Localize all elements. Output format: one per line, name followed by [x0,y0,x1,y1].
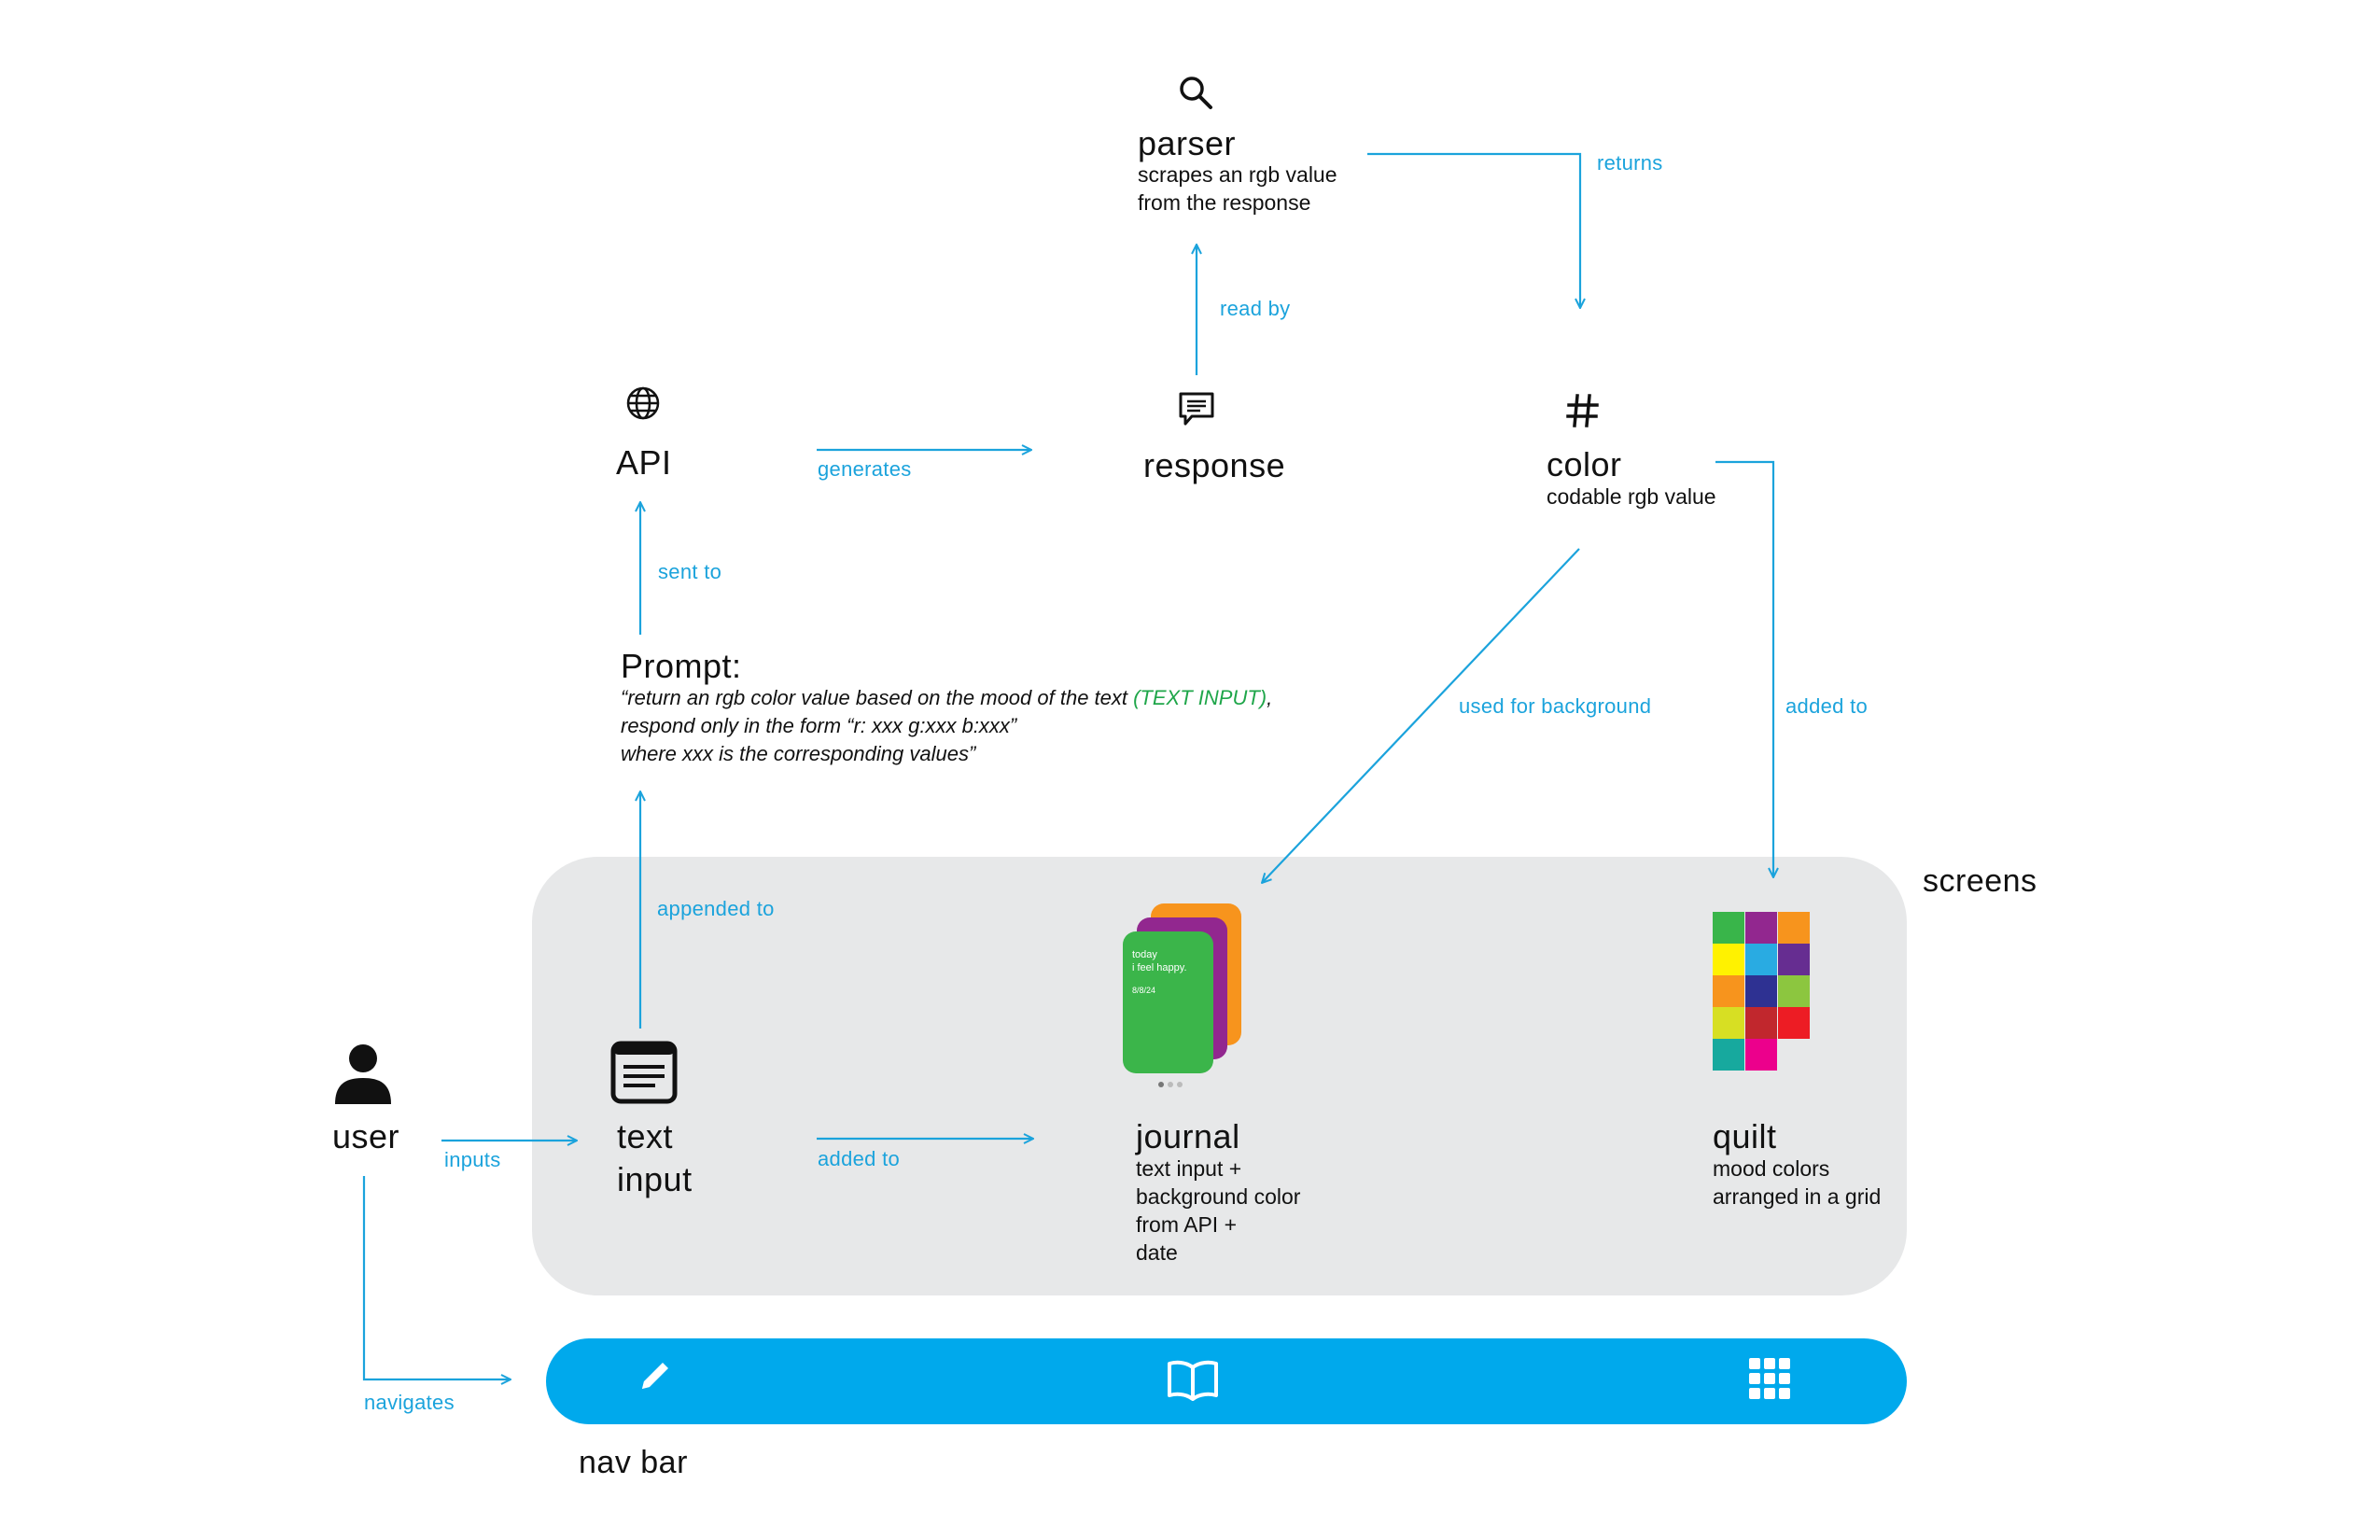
text-input-title-line2: input [617,1160,693,1198]
edge-label-returns: returns [1597,151,1663,175]
parser-desc-line1: scrapes an rgb value [1138,162,1337,187]
quilt-cell [1713,1007,1744,1039]
quilt-cell [1778,944,1810,975]
quilt-desc-line1: mood colors [1713,1156,1830,1181]
quilt-grid [1713,912,1811,1072]
journal-card-green: today i feel happy. 8/8/24 [1123,931,1213,1073]
color-desc: codable rgb value [1547,484,1716,509]
edge-navigates [362,1176,511,1379]
screens-label: screens [1923,863,2037,899]
journal-title: journal [1136,1117,1240,1155]
quilt-cell [1713,912,1744,944]
nav-bar[interactable] [546,1338,1907,1424]
user-title: user [332,1117,400,1155]
journal-card-line2: i feel happy. [1132,962,1187,973]
chat-bubble-icon [1179,392,1214,426]
edge-label-used-for-background: used for background [1459,694,1652,718]
color-title: color [1547,445,1622,483]
prompt-title: Prompt: [621,647,742,685]
book-icon[interactable] [1167,1358,1219,1401]
edge-returns [1367,152,1580,308]
parser-title: parser [1138,124,1237,162]
prompt-line2: respond only in the form “r: xxx g:xxx b… [621,714,1017,737]
quilt-cell [1778,975,1810,1007]
response-title: response [1143,446,1286,484]
edge-label-appended-to: appended to [657,897,775,920]
globe-icon [626,386,660,420]
notepad-icon [610,1041,678,1104]
edge-used-for-background [1262,548,1580,883]
quilt-cell [1713,944,1744,975]
prompt-line3: where xxx is the corresponding values” [621,742,976,765]
quilt-cell [1745,944,1777,975]
text-input-title-line1: text [617,1117,674,1155]
page-dot [1168,1082,1173,1087]
edge-label-added-to-journal: added to [818,1147,901,1170]
edge-label-generates: generates [818,457,912,481]
hash-icon [1566,394,1599,427]
api-title: API [616,443,672,482]
journal-card-date: 8/8/24 [1132,986,1156,995]
edge-label-added-to-quilt: added to [1785,694,1869,718]
page-dot [1158,1082,1164,1087]
parser-desc-line2: from the response [1138,190,1311,215]
quilt-cell [1745,975,1777,1007]
nav-bar-label: nav bar [579,1445,688,1480]
grid-icon[interactable] [1747,1356,1792,1401]
quilt-cell [1745,912,1777,944]
edge-label-inputs: inputs [444,1148,501,1171]
quilt-cell [1713,975,1744,1007]
edge-label-read-by: read by [1220,297,1291,320]
quilt-title: quilt [1713,1117,1777,1155]
quilt-cell [1778,1007,1810,1039]
edge-label-navigates: navigates [364,1391,455,1414]
quilt-desc-line2: arranged in a grid [1713,1184,1882,1209]
person-icon [335,1044,391,1104]
quilt-cell [1778,912,1810,944]
prompt-line1: “return an rgb color value based on the … [621,686,1273,709]
journal-desc-line2: background color [1136,1184,1301,1209]
quilt-cell [1713,1039,1744,1071]
prompt-highlight: (TEXT INPUT) [1133,686,1267,709]
edge-added-to-quilt [1715,460,1773,877]
journal-desc-line1: text input + [1136,1156,1242,1181]
quilt-cell [1745,1007,1777,1039]
edge-label-sent-to: sent to [658,560,722,583]
quilt-cell [1745,1039,1777,1071]
journal-card-line1: today [1132,949,1157,960]
page-dot [1177,1082,1183,1087]
search-icon [1180,77,1212,109]
pencil-icon[interactable] [635,1355,676,1396]
journal-desc-line3: from API + [1136,1212,1238,1237]
journal-desc-line4: date [1136,1240,1178,1265]
